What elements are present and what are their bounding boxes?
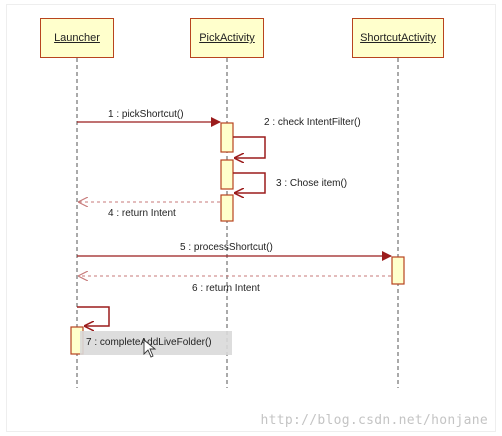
message-arrow-7 [77,306,110,326]
message-arrow-3 [233,172,266,193]
message-label-2: 2 : check IntentFilter() [264,117,361,128]
message-label-5: 5 : processShortcut() [180,242,273,253]
message-label-3: 3 : Chose item() [276,178,348,189]
diagram-frame [6,4,496,432]
message-label-6: 6 : return Intent [192,283,260,294]
activation-pickactivity-2 [220,159,234,190]
message-arrow-2 [233,136,266,158]
activation-pickactivity-3 [220,194,234,222]
activation-pickactivity-1 [220,122,234,153]
participant-pickactivity: PickActivity [190,18,264,58]
participant-launcher: Launcher [40,18,114,58]
watermark: http://blog.csdn.net/honjane [260,413,488,428]
activation-shortcutactivity [391,256,405,285]
participant-shortcutactivity: ShortcutActivity [352,18,444,58]
message-label-4: 4 : return Intent [108,208,176,219]
message-label-7: 7 : completeAddLiveFolder() [86,337,212,348]
message-label-1: 1 : pickShortcut() [108,109,184,120]
